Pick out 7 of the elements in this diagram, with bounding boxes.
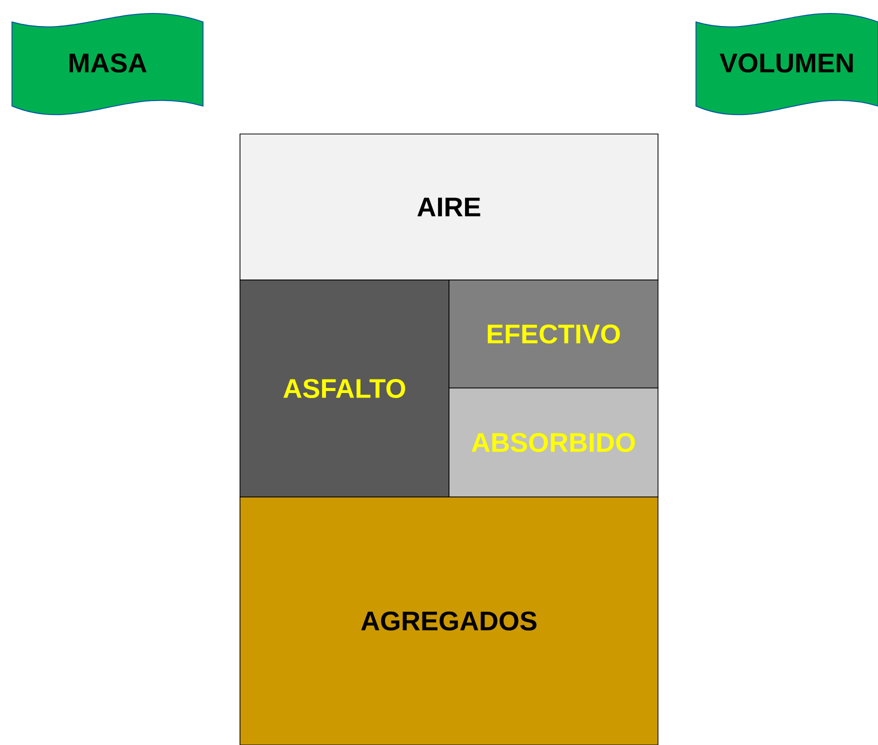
layer-box: ABSORBIDO xyxy=(448,388,658,498)
layer-box: ASFALTO xyxy=(240,280,450,498)
layer-box: AIRE xyxy=(240,134,658,280)
layer-box: AGREGADOS xyxy=(240,496,658,745)
layer-box: EFECTIVO xyxy=(448,280,658,388)
banner: MASA xyxy=(12,13,204,116)
banner: VOLUMEN xyxy=(696,13,878,116)
